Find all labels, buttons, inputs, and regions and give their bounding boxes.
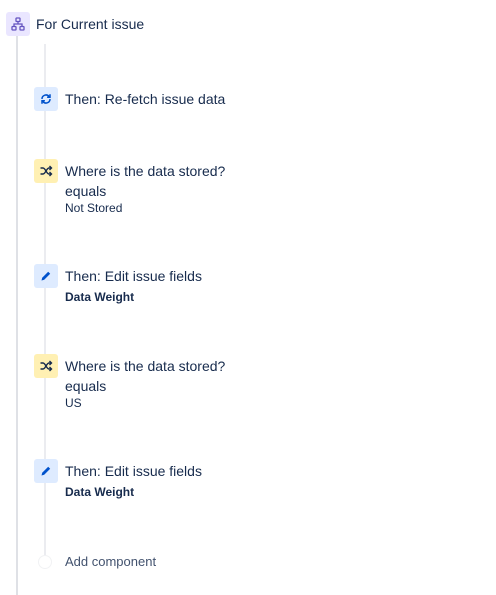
step-title: Where is the data stored?	[65, 358, 226, 374]
add-component-label: Add component	[65, 554, 157, 569]
add-component-button[interactable]: Add component	[38, 554, 156, 569]
step-edit-issue-fields-2[interactable]: Then: Edit issue fields Data Weight	[34, 459, 202, 501]
refresh-icon	[34, 87, 58, 111]
condition-operator: equals	[65, 183, 107, 199]
pencil-icon	[34, 459, 58, 483]
step-title: Where is the data stored?	[65, 163, 226, 179]
shuffle-icon	[34, 159, 58, 183]
branch-icon	[6, 12, 30, 36]
edited-field-name: Data Weight	[65, 290, 135, 304]
condition-operator: equals	[65, 378, 107, 394]
shuffle-icon	[34, 354, 58, 378]
step-condition-not-stored[interactable]: Where is the data stored? equals Not Sto…	[34, 159, 225, 217]
pencil-icon	[34, 264, 58, 288]
add-component-dot-icon	[38, 554, 52, 569]
step-title: Then: Edit issue fields	[65, 268, 202, 284]
branch-header[interactable]: For Current issue	[6, 12, 144, 36]
step-edit-issue-fields[interactable]: Then: Edit issue fields Data Weight	[34, 264, 202, 306]
inner-branch-line	[44, 44, 46, 558]
step-title: Then: Edit issue fields	[65, 463, 202, 479]
step-title: Then: Re-fetch issue data	[65, 91, 226, 107]
step-condition-us[interactable]: Where is the data stored? equals US	[34, 354, 225, 412]
edited-field-name: Data Weight	[65, 485, 135, 499]
condition-value: Not Stored	[65, 201, 123, 215]
outer-branch-line	[16, 36, 18, 595]
step-refetch-issue-data[interactable]: Then: Re-fetch issue data	[34, 87, 225, 111]
branch-header-label: For Current issue	[36, 16, 145, 32]
condition-value: US	[65, 396, 82, 410]
